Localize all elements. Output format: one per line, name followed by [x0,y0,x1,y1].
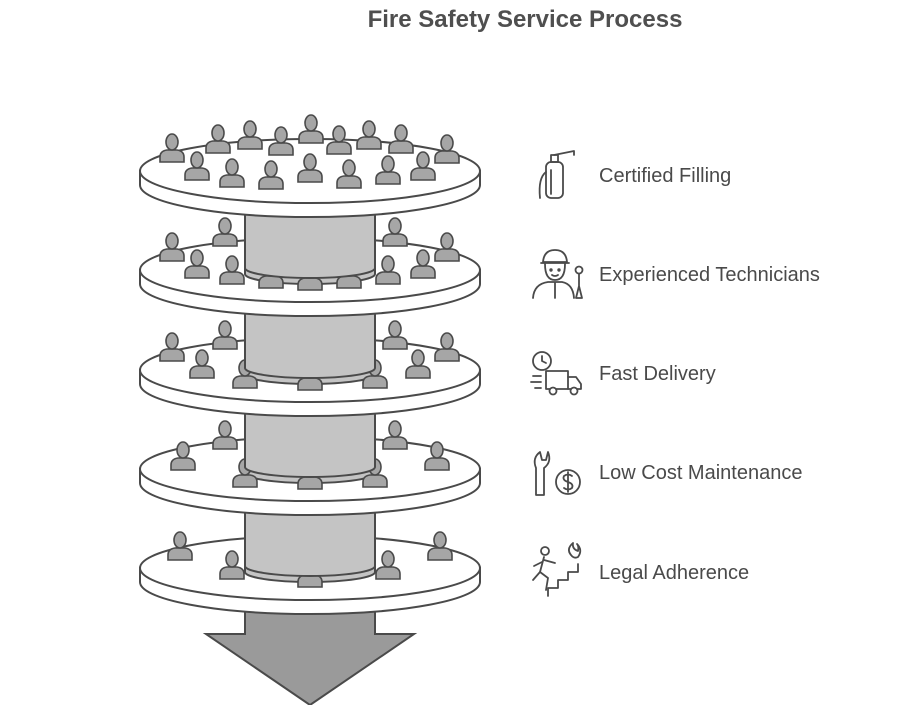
person-icon [212,420,238,450]
person-icon [237,120,263,150]
stacked-disks [139,114,481,615]
person-icon [434,332,460,362]
delivery-truck-icon [530,351,582,396]
person-icon [298,114,324,144]
process-arrow [202,599,418,705]
person-icon [205,124,231,154]
wrench-dollar-icon [533,451,581,496]
person-icon [159,133,185,163]
person-icon [434,134,460,164]
person-icon [212,320,238,350]
step-label-low-cost-maintenance: Low Cost Maintenance [599,462,802,484]
step-label-fast-delivery: Fast Delivery [599,363,716,385]
person-icon [434,232,460,262]
person-icon [212,217,238,247]
person-icon [388,124,414,154]
emergency-exit-icon [532,542,582,597]
person-icon [382,420,408,450]
person-icon [159,232,185,262]
person-icon [382,217,408,247]
diagram-title: Fire Safety Service Process [367,6,683,33]
technician-icon [532,249,584,299]
step-label-legal-adherence: Legal Adherence [599,562,749,584]
step-label-certified-filling: Certified Filling [599,165,731,187]
person-icon [356,120,382,150]
fire-extinguisher-icon [538,150,575,199]
step-label-experienced-technicians: Experienced Technicians [599,264,820,286]
person-icon [382,320,408,350]
person-icon [159,332,185,362]
